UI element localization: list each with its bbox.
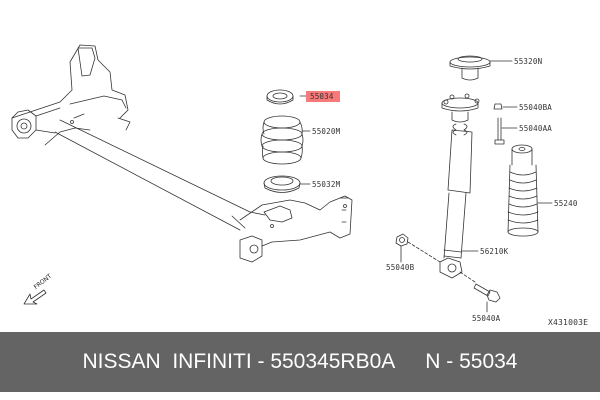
bolt-55040aa-drawing [494, 117, 518, 145]
upper-spring-seat-drawing [266, 89, 307, 105]
part-label-55040ba[interactable]: 55040BA [519, 103, 553, 112]
bottom-margin [0, 392, 600, 400]
part-label-55020m[interactable]: 55020M [312, 127, 341, 136]
nut-55040ba-drawing [493, 103, 518, 110]
part-label-55240[interactable]: 55240 [554, 199, 578, 208]
part-label-55040aa[interactable]: 55040AA [519, 124, 553, 133]
diagram-drawing [11, 44, 553, 313]
part-label-55034[interactable]: 55034 [306, 91, 340, 102]
bolt-55040a-drawing [459, 271, 501, 313]
figure-code: X431003E [548, 318, 589, 327]
brand-part-number: NISSAN INFINITI - 550345RB0A [82, 350, 396, 373]
part-label-55032m[interactable]: 55032M [312, 180, 341, 189]
part-label-55320n[interactable]: 55320N [514, 57, 543, 66]
part-label-56210k[interactable]: 56210K [480, 247, 509, 256]
part-label-55040a[interactable]: 55040A [472, 314, 501, 323]
shock-absorber-drawing [439, 93, 480, 279]
part-label-55040b[interactable]: 55040B [386, 263, 415, 272]
bump-stop-drawing [507, 144, 553, 237]
upper-mount-drawing [449, 55, 513, 81]
parts-diagram: 55034 55020M 55032M 55320N 55040BA 55040… [11, 44, 589, 327]
nut-55040b-drawing [395, 233, 441, 263]
coil-spring-drawing [260, 115, 311, 165]
front-arrow-drawing [23, 289, 47, 305]
lower-spring-seat-drawing [263, 175, 311, 193]
axle-beam-drawing [11, 44, 353, 263]
part-number-banner: NISSAN INFINITI - 550345RB0A N - 55034 [0, 332, 600, 392]
oem-part-code: N - 55034 [425, 350, 518, 373]
